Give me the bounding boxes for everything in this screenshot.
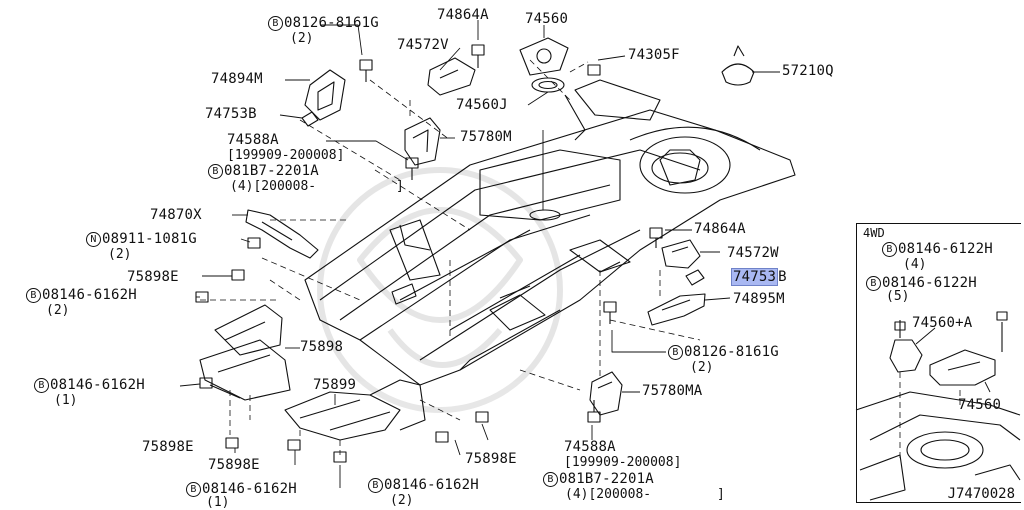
bracket-75780MA — [589, 371, 623, 416]
bracket-74572W — [661, 239, 701, 269]
mount-74560 — [519, 37, 569, 76]
date-range-top: [199909-200008] — [227, 148, 345, 163]
bracket-74572V — [427, 57, 476, 96]
qty-081B7-top: (4)[200008- — [230, 179, 317, 194]
bracket-75780M — [404, 117, 441, 166]
dashed-guides — [200, 59, 701, 455]
inset-title: 4WD — [863, 226, 885, 240]
label-75898E-right[interactable]: 75898E — [465, 451, 517, 467]
label-74560J[interactable]: 74560J — [456, 97, 508, 113]
seal-74560J — [531, 77, 565, 93]
inset-4wd-box: 4WD J7470028 — [856, 223, 1021, 503]
qty-08146-b: (1) — [54, 393, 78, 408]
qty-08146-inset-1: (4) — [903, 257, 927, 272]
inset-4wd-drawing — [855, 311, 1021, 501]
label-74588A-top[interactable]: 74588A — [227, 132, 279, 148]
grommet-74753B-right — [685, 269, 705, 286]
bracket-close-top: ] — [396, 179, 404, 194]
label-74753B-top[interactable]: 74753B — [205, 106, 257, 122]
label-74895M[interactable]: 74895M — [733, 291, 785, 307]
floor-panel — [304, 79, 796, 386]
label-75899[interactable]: 75899 — [313, 377, 357, 393]
label-57210Q[interactable]: 57210Q — [782, 63, 834, 79]
qty-08911: (2) — [108, 247, 132, 262]
qty-08126-top: (2) — [290, 31, 314, 46]
label-75898E-mid[interactable]: 75898E — [208, 457, 260, 473]
label-74560[interactable]: 74560 — [525, 11, 569, 27]
label-74560A-inset[interactable]: 74560+A — [912, 315, 973, 331]
label-74305F[interactable]: 74305F — [628, 47, 680, 63]
label-75898[interactable]: 75898 — [300, 339, 344, 355]
inset-leaders — [915, 327, 991, 393]
qty-081B7-bottom: (4)[200008- — [565, 487, 652, 502]
label-75898E-top[interactable]: 75898E — [127, 269, 179, 285]
plug-57210Q — [721, 45, 755, 86]
label-74588A-bottom[interactable]: 74588A — [564, 439, 616, 455]
undercover-75898 — [199, 304, 291, 401]
date-range-bottom: [199909-200008] — [564, 455, 682, 470]
qty-08146-c: (1) — [206, 495, 230, 510]
label-75898E-left[interactable]: 75898E — [142, 439, 194, 455]
bracket-74895M — [647, 293, 706, 326]
bracket-74870X — [245, 209, 319, 259]
label-75780MA[interactable]: 75780MA — [642, 383, 703, 399]
label-75780M[interactable]: 75780M — [460, 129, 512, 145]
leader-lines — [179, 20, 780, 488]
diagram-code: J7470028 — [947, 486, 1015, 502]
selected-part-highlight: 74753 — [731, 268, 779, 286]
label-74864A-top[interactable]: 74864A — [437, 7, 489, 23]
qty-08146-inset-2: (5) — [886, 289, 910, 304]
qty-08146-d: (2) — [390, 493, 414, 508]
undercover-75899 — [284, 379, 426, 441]
qty-08146-a: (2) — [46, 303, 70, 318]
bolt-fasteners — [195, 44, 663, 463]
label-74870X[interactable]: 74870X — [150, 207, 202, 223]
label-74572V[interactable]: 74572V — [397, 37, 449, 53]
inset-dashed-guides — [899, 372, 961, 460]
qty-08126-mid: (2) — [690, 360, 714, 375]
bracket-close-bottom: ] — [717, 487, 725, 502]
label-74572W[interactable]: 74572W — [727, 245, 779, 261]
label-74894M[interactable]: 74894M — [211, 71, 263, 87]
bracket-74894M — [304, 69, 346, 121]
label-74560-inset[interactable]: 74560 — [958, 397, 1002, 413]
label-74864A-right[interactable]: 74864A — [694, 221, 746, 237]
